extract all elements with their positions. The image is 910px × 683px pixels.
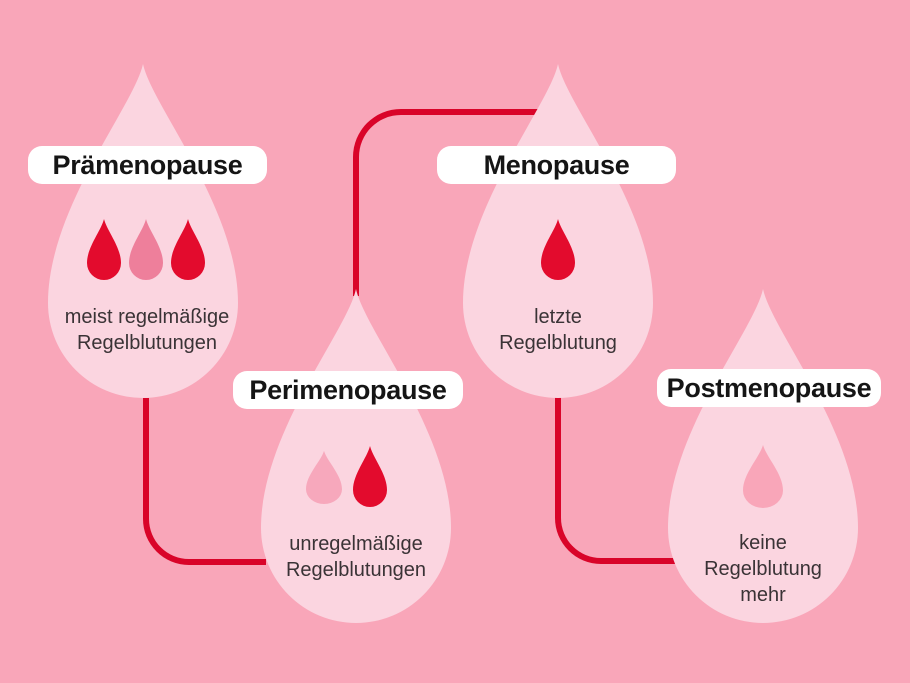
connector-praemenopause-to-perimenopause bbox=[143, 398, 266, 565]
description-line: Regelblutung bbox=[499, 332, 617, 354]
stage-label-text: Perimenopause bbox=[249, 374, 447, 405]
connector-perimenopause-to-menopause bbox=[353, 109, 541, 296]
red-blood-drop-icon bbox=[353, 446, 387, 507]
stage-label-perimenopause: Perimenopause bbox=[233, 371, 463, 409]
red-blood-drop-icon bbox=[541, 219, 575, 280]
stage-description-perimenopause: unregelmäßige Regelblutungen bbox=[236, 531, 476, 583]
stage-label-praemenopause: Prämenopause bbox=[28, 146, 267, 184]
empty-blood-drop-icon bbox=[743, 445, 783, 508]
stage-description-praemenopause: meist regelmäßige Regelblutungen bbox=[27, 304, 267, 356]
stage-label-postmenopause: Postmenopause bbox=[657, 369, 881, 407]
stage-label-text: Postmenopause bbox=[666, 372, 872, 403]
description-line: unregelmäßige bbox=[289, 533, 423, 555]
description-line: Regelblutungen bbox=[76, 332, 218, 354]
description-line: Regelblutungen bbox=[285, 559, 427, 581]
description-line: keine bbox=[739, 532, 787, 554]
description-line: meist regelmäßige bbox=[64, 306, 230, 328]
stage-label-text: Menopause bbox=[483, 149, 630, 180]
connector-menopause-to-postmenopause bbox=[555, 396, 683, 564]
stage-description-postmenopause: keine Regelblutung mehr bbox=[643, 530, 883, 608]
description-line: Regelblutung bbox=[704, 558, 822, 580]
description-line: mehr bbox=[740, 584, 786, 606]
stage-description-menopause: letzte Regelblutung bbox=[438, 304, 678, 356]
mid-pink-blood-drop-icon bbox=[129, 219, 163, 280]
stage-label-menopause: Menopause bbox=[437, 146, 676, 184]
light-pink-blood-drop-icon bbox=[306, 450, 342, 504]
stage-label-text: Prämenopause bbox=[52, 149, 243, 180]
teardrop-shape-perimenopause bbox=[261, 289, 451, 623]
red-blood-drop-icon bbox=[171, 219, 205, 280]
description-line: letzte bbox=[534, 306, 582, 328]
red-blood-drop-icon bbox=[87, 219, 121, 280]
